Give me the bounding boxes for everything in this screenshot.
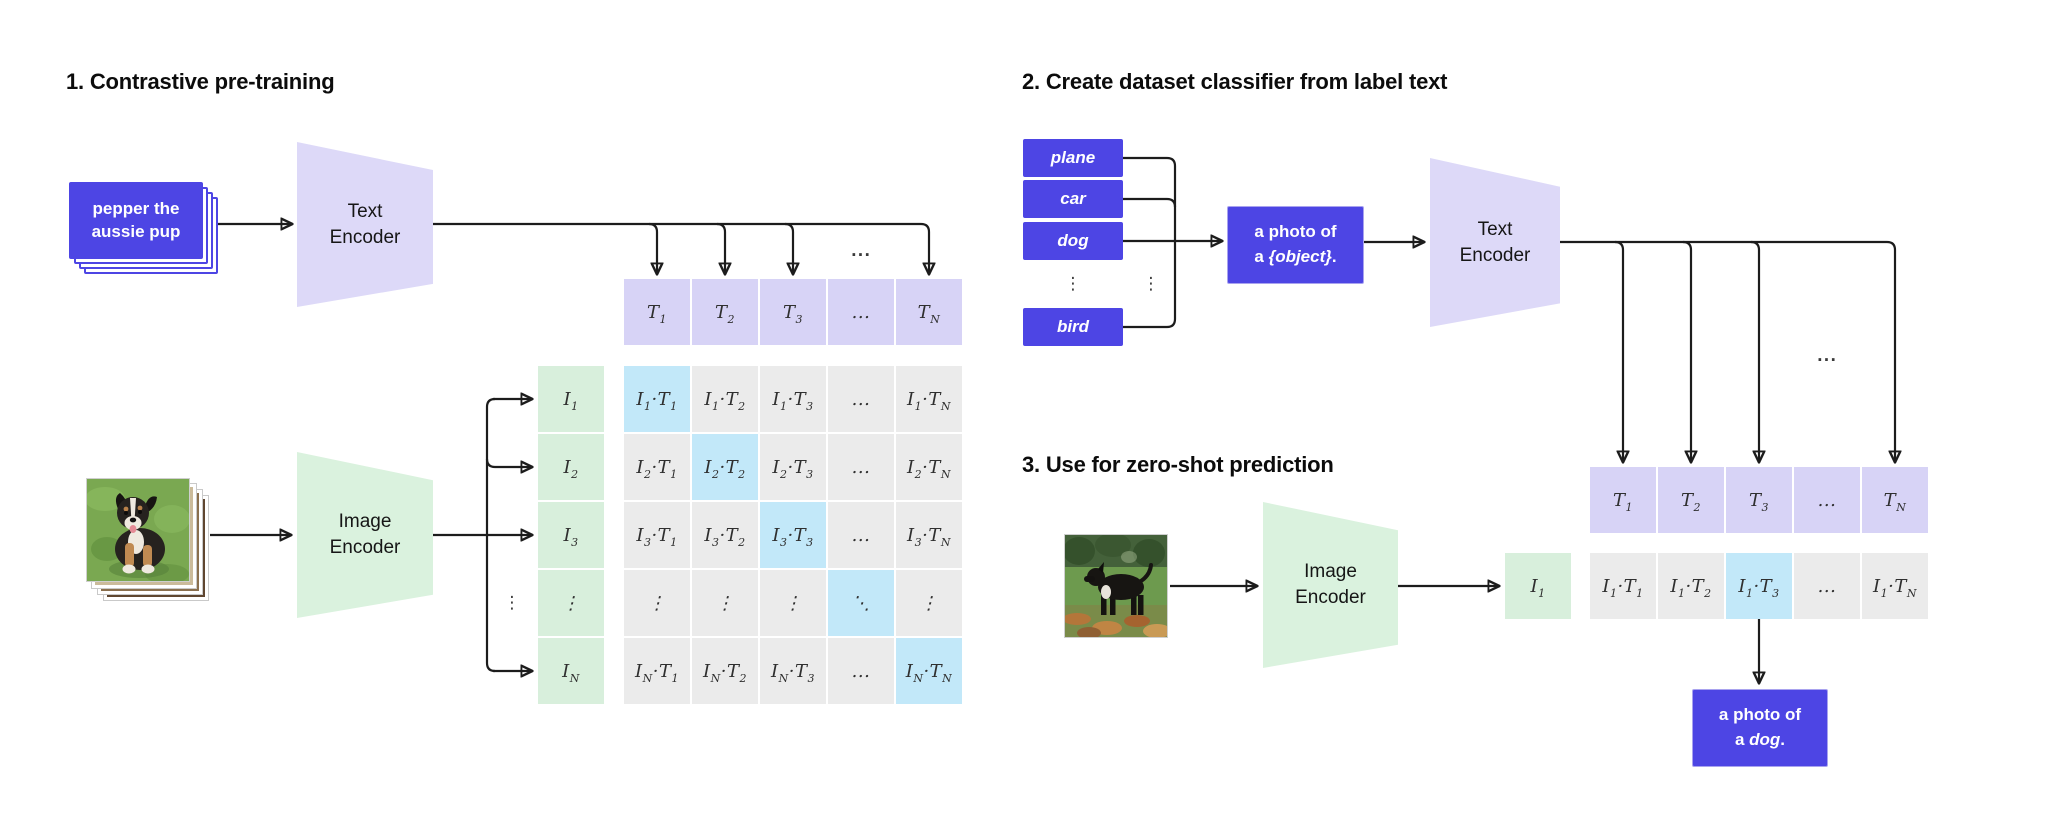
similarity-cell: I1·T2 <box>1658 553 1724 619</box>
bus-branch-t1 <box>648 222 657 274</box>
wire-bird <box>1123 318 1177 329</box>
matrix-cell: I3·T3 <box>760 502 826 568</box>
bus2-branch-t1 <box>1614 240 1623 462</box>
puppy-illustration <box>87 479 189 581</box>
matrix-cell: I2·TN <box>896 434 962 500</box>
matrix-cell: I3·T2 <box>692 502 758 568</box>
class-label-plane: plane <box>1023 139 1123 177</box>
dog-photo <box>1064 534 1168 638</box>
matrix-col-header: T2 <box>692 279 758 345</box>
section1-title: 1. Contrastive pre-training <box>66 69 335 94</box>
similarity-cell: I1·TN <box>1862 553 1928 619</box>
wire-car <box>1123 197 1177 208</box>
class-label-dog: dog <box>1023 222 1123 260</box>
bus-branch-t2 <box>716 222 725 274</box>
matrix-cell: I1·T2 <box>692 366 758 432</box>
similarity-cell: ... <box>1794 553 1860 619</box>
matrix-cell: IN·T1 <box>624 638 690 704</box>
matrix-row-header: ⋮ <box>538 570 604 636</box>
matrix-col-header: T3 <box>760 279 826 345</box>
puppy-photo <box>86 478 190 582</box>
matrix-cell: I1·TN <box>896 366 962 432</box>
bus-branch-t3 <box>784 222 793 274</box>
matrix-cell: ... <box>828 638 894 704</box>
matrix-cell: ⋮ <box>896 570 962 636</box>
matrix-cell: ⋮ <box>624 570 690 636</box>
dog-illustration <box>1065 535 1167 637</box>
matrix-cell: I2·T2 <box>692 434 758 500</box>
bus-branch-i2 <box>485 458 532 467</box>
matrix-cell: I1·T1 <box>624 366 690 432</box>
text-embedding-cell: T2 <box>1658 467 1724 533</box>
similarity-cell: I1·T1 <box>1590 553 1656 619</box>
matrix-cell: ... <box>828 366 894 432</box>
matrix-side-ellipsis: ⋮ <box>503 593 521 613</box>
bus2-branch-t3 <box>1750 240 1759 462</box>
matrix-row-header: I3 <box>538 502 604 568</box>
matrix-row-header: I2 <box>538 434 604 500</box>
class-label-bird: bird <box>1023 308 1123 346</box>
section3-title: 3. Use for zero-shot prediction <box>1022 452 1334 477</box>
matrix-cell: ⋮ <box>760 570 826 636</box>
matrix-col-header: TN <box>896 279 962 345</box>
text-embedding-cell: T1 <box>1590 467 1656 533</box>
class-label-car: car <box>1023 180 1123 218</box>
section2-title: 2. Create dataset classifier from label … <box>1022 69 1448 94</box>
image-embedding-cell: I1 <box>1505 553 1571 619</box>
matrix-cell: ⋮ <box>692 570 758 636</box>
bus2-branch-t2 <box>1682 240 1691 462</box>
matrix-cell: IN·T2 <box>692 638 758 704</box>
matrix-cell: ... <box>828 434 894 500</box>
matrix-cell: ... <box>828 502 894 568</box>
matrix-cell: I3·T1 <box>624 502 690 568</box>
matrix-cell: IN·T3 <box>760 638 826 704</box>
matrix-col-header: ... <box>828 279 894 345</box>
image-bus-vertical <box>485 397 496 673</box>
matrix-cell: I2·T1 <box>624 434 690 500</box>
wire-plane <box>1123 156 1177 167</box>
matrix-cell: I3·TN <box>896 502 962 568</box>
text-embedding-cell: T3 <box>1726 467 1792 533</box>
matrix-cell: ⋱ <box>828 570 894 636</box>
matrix-col-header: T1 <box>624 279 690 345</box>
matrix-row-header: IN <box>538 638 604 704</box>
bus2-ellipsis: ... <box>1816 347 1838 365</box>
label-ellipsis: ⋮ <box>1064 274 1082 294</box>
text-embedding-cell: TN <box>1862 467 1928 533</box>
text-embedding-cell: ... <box>1794 467 1860 533</box>
bus-ellipsis: ... <box>850 242 872 260</box>
text-encoder2-bus <box>1560 240 1895 462</box>
matrix-cell: I2·T3 <box>760 434 826 500</box>
label-bus-ellipsis: ⋮ <box>1142 274 1160 294</box>
matrix-row-header: I1 <box>538 366 604 432</box>
similarity-cell-best: I1·T3 <box>1726 553 1792 619</box>
matrix-cell: I1·T3 <box>760 366 826 432</box>
matrix-cell: IN·TN <box>896 638 962 704</box>
